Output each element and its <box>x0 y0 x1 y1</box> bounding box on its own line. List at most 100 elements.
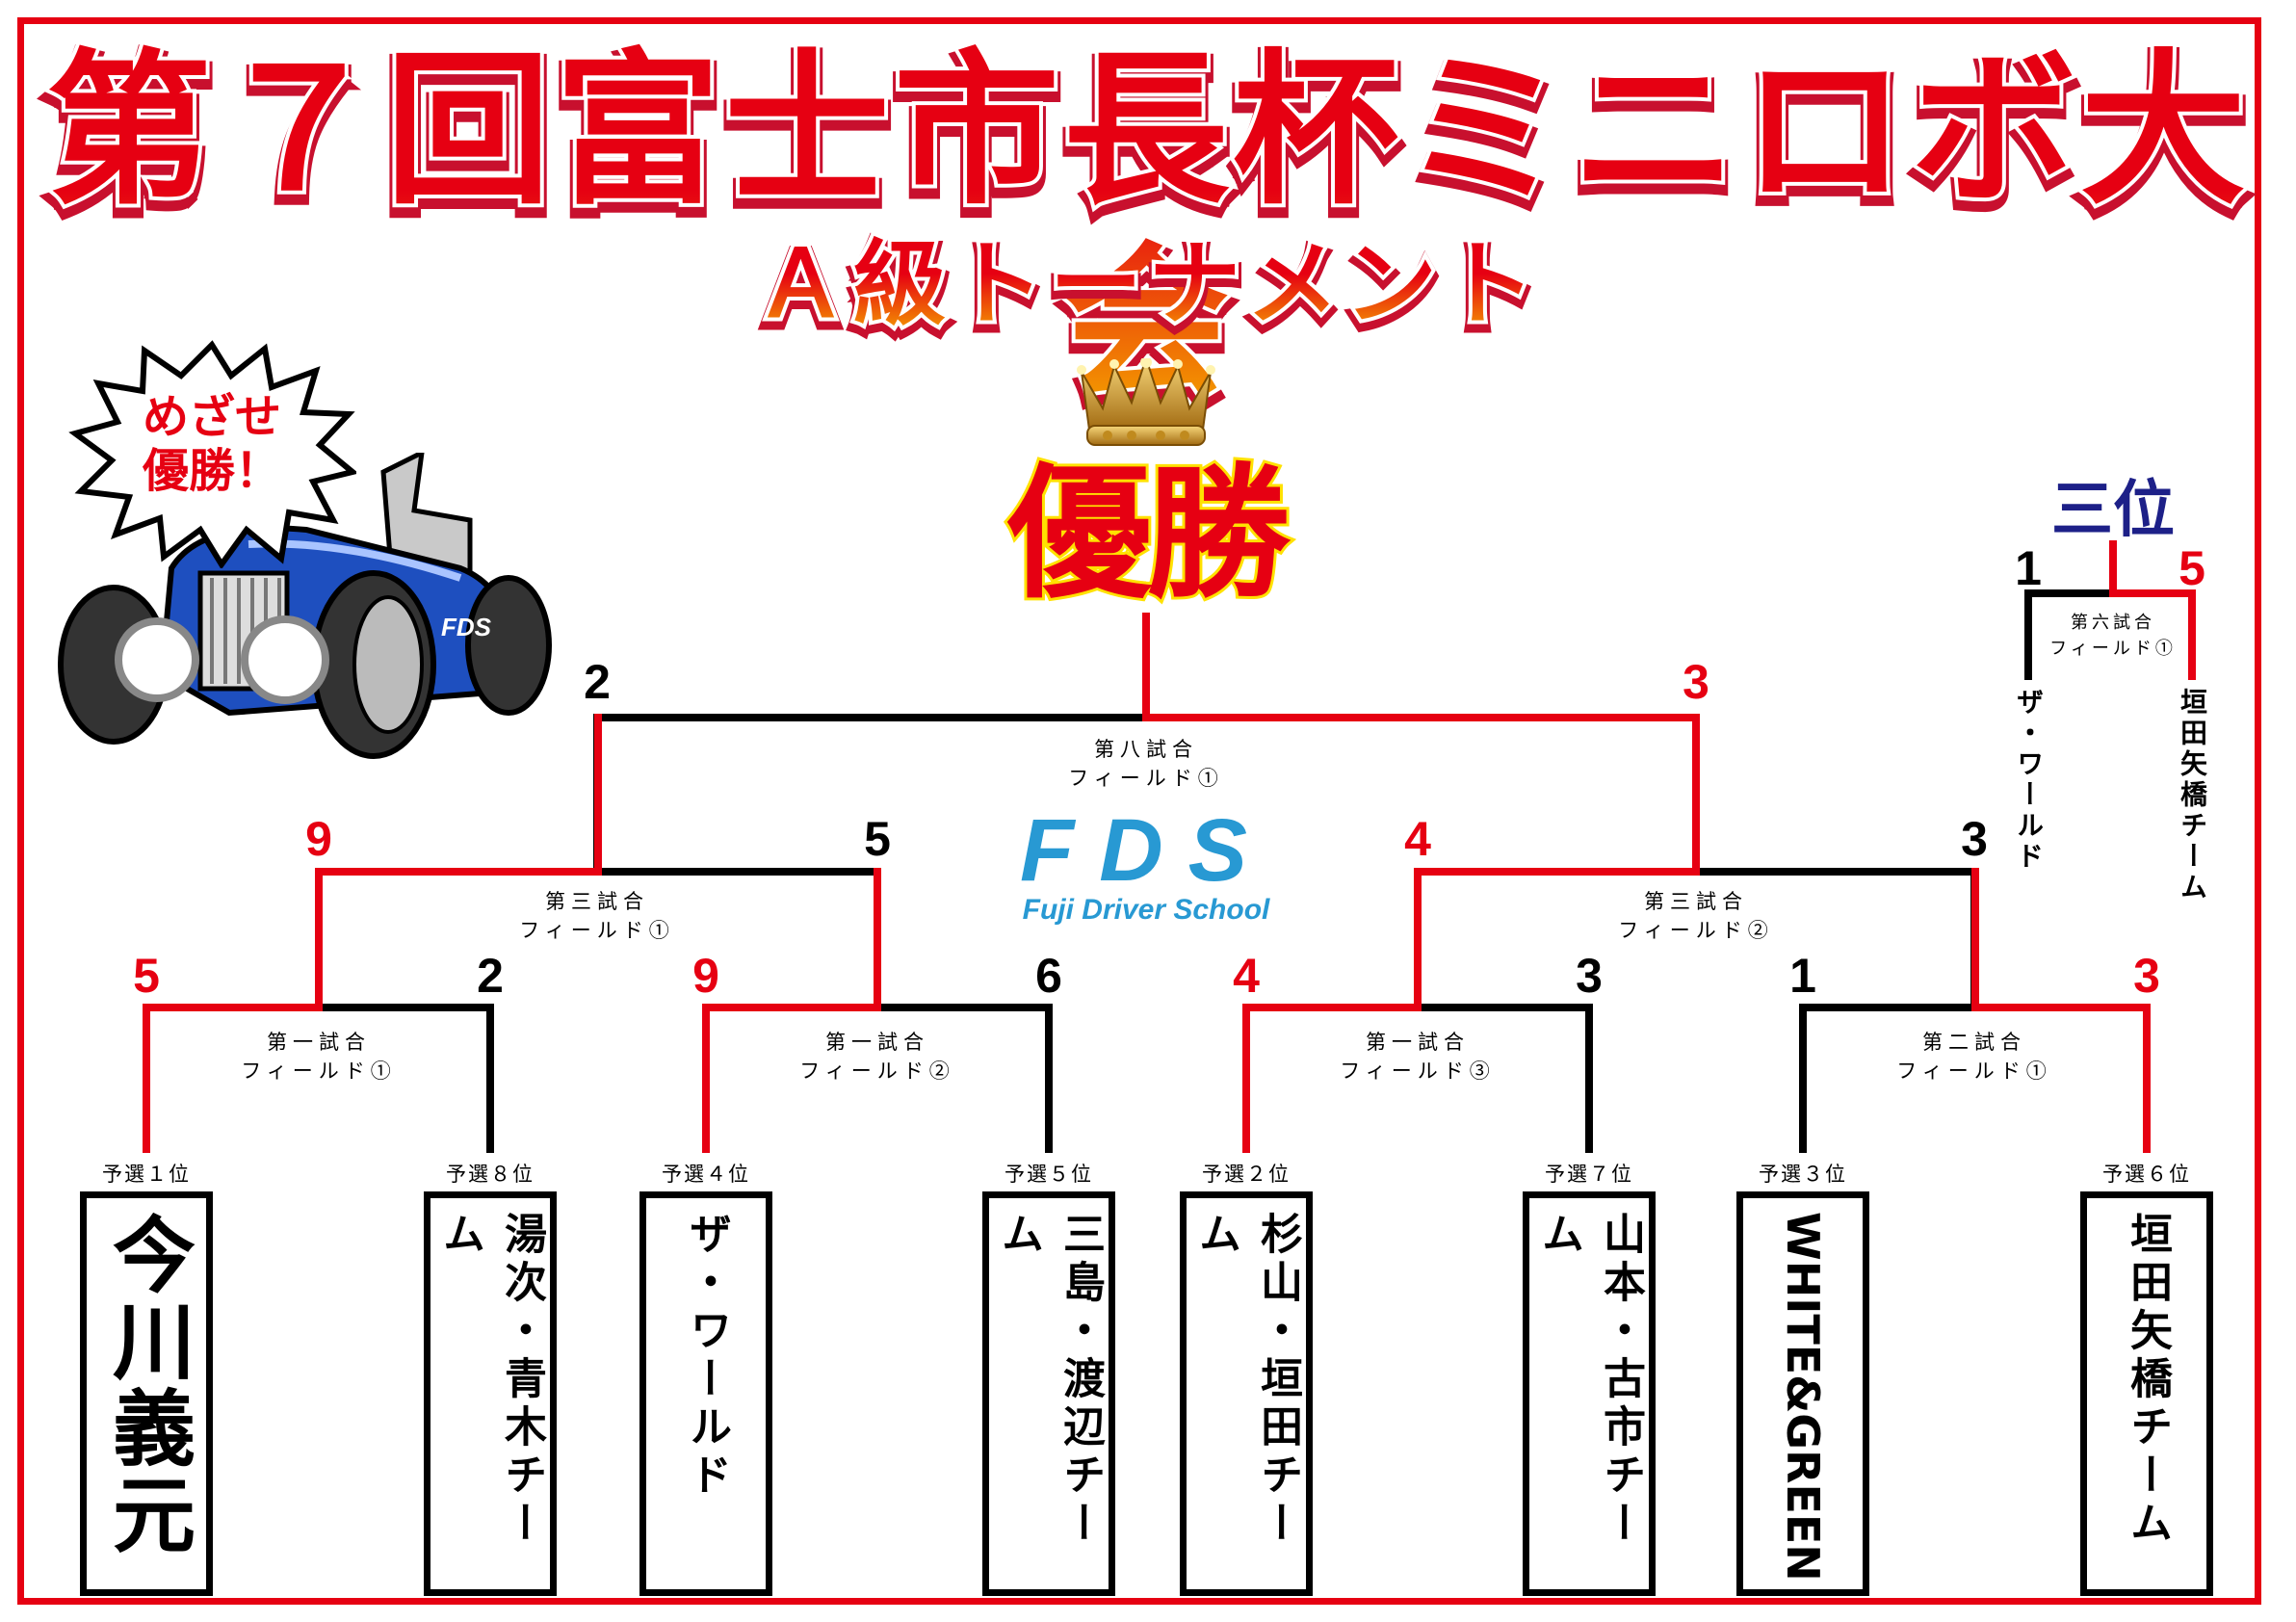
score-label: 4 <box>1233 949 1260 1003</box>
score-label: 6 <box>1035 949 1062 1003</box>
semifinal-2-field: フィールド② <box>1618 919 1774 942</box>
page-subtitle: Ａ級トーナメント <box>0 231 2296 337</box>
round1-match-3-label: 第一試合 フィールド③ <box>1340 1028 1496 1086</box>
round1-match-4-name: 第二試合 <box>1922 1031 2026 1054</box>
bracket-line-left <box>702 1004 710 1153</box>
bracket-line-right <box>486 1004 494 1153</box>
bracket-line-right <box>2188 589 2196 680</box>
seed-label: 予選７位 <box>1545 1163 1633 1186</box>
robot-car-icon: FDS <box>58 453 552 759</box>
speech-line-1: めざせ <box>142 390 281 444</box>
score-label: 3 <box>1683 655 1709 709</box>
bracket-line-left-horizontal <box>1242 1004 1422 1011</box>
score-label: 3 <box>1576 949 1603 1003</box>
sponsor-logo-main: FDS <box>1020 801 1272 900</box>
round1-match-2-label: 第一試合 フィールド② <box>799 1028 955 1086</box>
seed-label: 予選８位 <box>446 1163 535 1186</box>
bracket-line-right-horizontal <box>874 1004 1053 1011</box>
round1-match-4-field: フィールド① <box>1896 1060 2052 1083</box>
team-name-box: 山本・古市チーム <box>1523 1191 1656 1596</box>
third-place-match-name: 第六試合 <box>2070 613 2155 633</box>
round1-match-1-label: 第一試合 フィールド① <box>241 1028 397 1086</box>
third-place-match-field: フィールド① <box>2049 639 2177 659</box>
team-name: 垣田矢橋チーム <box>2123 1212 2172 1549</box>
score-label: 2 <box>477 949 504 1003</box>
bracket-line-right <box>1045 1004 1053 1153</box>
semifinal-1-field: フィールド① <box>519 919 675 942</box>
score-label: 9 <box>305 812 332 866</box>
team-name-box: 三島・渡辺チーム <box>982 1191 1115 1596</box>
bracket-line-up <box>1970 868 1979 1011</box>
team-name-box: 湯次・青木チーム <box>424 1191 557 1596</box>
bracket-line-right <box>2143 1004 2151 1153</box>
bracket-line-right-horizontal <box>1414 1004 1593 1011</box>
team-name: 今川義元 <box>97 1212 195 1558</box>
bracket-line-left <box>1414 868 1422 1011</box>
score-label: 4 <box>1404 812 1431 866</box>
round1-match-2-field: フィールド② <box>799 1060 955 1083</box>
team-name: ザ・ワールド <box>682 1212 731 1501</box>
bracket-line-third-place <box>2109 540 2117 597</box>
score-label: 5 <box>2179 541 2205 595</box>
speech-bubble-icon <box>68 340 356 568</box>
score-label: 5 <box>133 949 160 1003</box>
title-sub-outline: Ａ級トーナメント <box>0 227 2296 341</box>
seed-label: 予選６位 <box>2102 1163 2191 1186</box>
team-name-box: ザ・ワールド <box>639 1191 772 1596</box>
champion-label: 優勝 <box>1004 450 1293 619</box>
score-label: 3 <box>2133 949 2160 1003</box>
round1-match-2-name: 第一試合 <box>825 1031 929 1054</box>
speech-line-2: 優勝！ <box>142 444 281 498</box>
sponsor-logo-sub: Fuji Driver School <box>1022 894 1270 926</box>
score-label: 1 <box>2015 541 2042 595</box>
crown-icon <box>1077 358 1215 446</box>
bracket-line-right-horizontal <box>1970 1004 2151 1011</box>
score-label: 5 <box>864 812 891 866</box>
bracket-line-right <box>1692 714 1700 876</box>
team-name-box: 今川義元 <box>80 1191 213 1596</box>
semifinal-1-label: 第三試合 フィールド① <box>519 887 675 945</box>
third-place-team-1: ザ・ワールド <box>2013 688 2045 873</box>
seed-label: 予選２位 <box>1202 1163 1291 1186</box>
round1-match-4-label: 第二試合 フィールド① <box>1896 1028 2052 1086</box>
final-match-field: フィールド① <box>1068 767 1224 790</box>
third-place-match-label: 第六試合 フィールド① <box>2049 610 2177 662</box>
bracket-line-right-horizontal <box>314 1004 494 1011</box>
third-place-team-2: 垣田矢橋チーム <box>2177 688 2208 903</box>
semifinal-2-label: 第三試合 フィールド② <box>1618 887 1774 945</box>
third-place-title: 三位 <box>2051 474 2175 546</box>
bracket-line-left-horizontal <box>143 1004 323 1011</box>
round1-match-3-name: 第一試合 <box>1366 1031 1470 1054</box>
sponsor-logo: FDS Fuji Driver School <box>1020 801 1272 927</box>
bracket-line-champion <box>1142 613 1150 721</box>
bracket-line-left-horizontal <box>593 714 1150 721</box>
team-name: 三島・渡辺チーム <box>994 1212 1105 1549</box>
bracket-line-right <box>1585 1004 1593 1153</box>
team-name: 湯次・青木チーム <box>435 1212 546 1549</box>
bracket-line-left <box>1242 1004 1250 1153</box>
bracket-line-left-horizontal <box>315 868 602 876</box>
team-name-box: 杉山・垣田チーム <box>1180 1191 1313 1596</box>
semifinal-1-name: 第三試合 <box>545 890 649 913</box>
bracket-line-right-horizontal <box>2109 589 2196 597</box>
score-label: 9 <box>692 949 719 1003</box>
bracket-line-left <box>1799 1004 1807 1153</box>
final-match-name: 第八試合 <box>1094 738 1198 761</box>
bracket-line-right-horizontal <box>1692 868 1978 876</box>
bracket-line-left <box>315 868 323 1011</box>
car-logo-text: FDS <box>441 613 492 641</box>
score-label: 1 <box>1789 949 1816 1003</box>
bracket-line-left-horizontal <box>2024 589 2117 597</box>
bracket-line-up <box>594 714 602 876</box>
bracket-line-left <box>2024 589 2032 680</box>
team-name: 山本・古市チーム <box>1534 1212 1645 1549</box>
speech-bubble-text: めざせ 優勝！ <box>116 390 308 498</box>
score-label: 3 <box>1961 812 1988 866</box>
title-sub-shadow: Ａ級トーナメント <box>0 230 2296 350</box>
page-title: 第７回富士市長杯ミニロボ大会 <box>0 35 2296 420</box>
bracket-line-left-horizontal <box>1799 1004 1979 1011</box>
bracket-line-left <box>143 1004 150 1153</box>
bracket-line-right-horizontal <box>594 868 881 876</box>
team-name: 杉山・垣田チーム <box>1191 1212 1302 1549</box>
seed-label: 予選４位 <box>662 1163 750 1186</box>
